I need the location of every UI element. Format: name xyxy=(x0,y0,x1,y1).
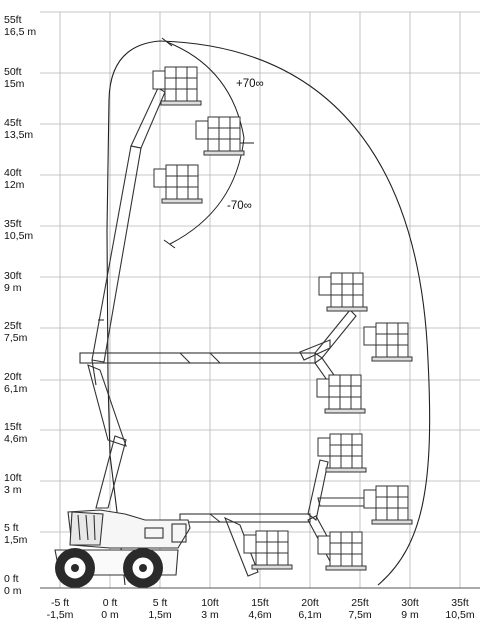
platform-basket xyxy=(318,272,368,312)
platform-basket xyxy=(363,485,413,525)
y-axis-label-ft: 10ft xyxy=(4,472,22,484)
y-axis-label-m: 10,5m xyxy=(4,230,34,242)
x-axis-label-ft: 10ft xyxy=(201,597,219,609)
x-axis-label-m: 0 m xyxy=(101,609,119,621)
y-axis-label-m: 7,5m xyxy=(4,332,28,344)
y-axis-label-m: 12m xyxy=(4,179,25,191)
platform-basket xyxy=(317,531,367,571)
machine-wheels xyxy=(55,548,163,588)
y-axis-label-ft: 25ft xyxy=(4,320,22,332)
x-axis-label-m: -1,5m xyxy=(46,609,74,621)
jib-arc-tick-top xyxy=(161,37,173,47)
grid-lines xyxy=(40,11,480,589)
main-boom-horizontal xyxy=(79,309,357,411)
angle-label-up: +70∞ xyxy=(236,78,264,90)
angle-label-down: -70∞ xyxy=(227,200,252,212)
platform-basket xyxy=(363,322,413,362)
y-axis-label-m: 9 m xyxy=(4,282,22,294)
y-axis-label-ft: 20ft xyxy=(4,371,22,383)
x-axis-label-ft: 25ft xyxy=(351,597,369,609)
x-axis-label-m: 1,5m xyxy=(148,609,172,621)
main-boom-vertical xyxy=(87,87,166,509)
y-axis-label-m: 15m xyxy=(4,78,25,90)
x-axis-label-m: 9 m xyxy=(401,609,419,621)
y-axis-label-m: 16,5 m xyxy=(4,26,37,38)
x-axis-label-m: 7,5m xyxy=(348,609,372,621)
y-axis-label-m: 4,6m xyxy=(4,433,28,445)
platform-basket xyxy=(152,66,202,106)
y-axis-label-ft: 50ft xyxy=(4,66,22,78)
platform-basket xyxy=(316,374,366,414)
y-axis-label-ft: 30ft xyxy=(4,270,22,282)
y-axis-label-ft: 15ft xyxy=(4,421,22,433)
y-axis-label-ft: 0 ft xyxy=(4,573,19,585)
y-axis-label-m: 0 m xyxy=(4,585,22,597)
y-axis-label-ft: 5 ft xyxy=(4,522,19,534)
jib-arc-tick-bottom xyxy=(163,239,176,249)
x-axis-label-ft: 5 ft xyxy=(152,597,168,609)
working-envelope xyxy=(106,40,431,586)
x-axis-label-m: 3 m xyxy=(201,609,219,621)
platform-basket xyxy=(153,164,203,204)
y-axis-label-m: 6,1m xyxy=(4,383,28,395)
jib-rotation-arc xyxy=(166,41,245,245)
x-axis-label-ft: 35ft xyxy=(451,597,469,609)
x-axis-label: -5 ft-1,5m xyxy=(35,597,85,621)
x-axis-label-ft: 0 ft xyxy=(102,597,118,609)
y-axis-label-ft: 45ft xyxy=(4,117,22,129)
platform-basket xyxy=(317,433,367,473)
y-axis-label-m: 1,5m xyxy=(4,534,28,546)
platform-basket xyxy=(195,116,245,156)
x-axis-label-ft: -5 ft xyxy=(50,597,70,609)
x-axis-label-ft: 20ft xyxy=(301,597,319,609)
y-axis-label-m: 13,5m xyxy=(4,129,34,141)
x-axis-label-m: 10,5m xyxy=(445,609,475,621)
x-axis-label-m: 6,1m xyxy=(298,609,322,621)
x-axis-label-ft: 30ft xyxy=(401,597,419,609)
platform-baskets xyxy=(152,66,413,571)
y-axis-label-m: 3 m xyxy=(4,484,22,496)
x-axis-label-ft: 15ft xyxy=(251,597,269,609)
y-axis-label-ft: 35ft xyxy=(4,218,22,230)
y-axis-label-ft: 40ft xyxy=(4,167,22,179)
x-axis-label-m: 4,6m xyxy=(248,609,272,621)
y-axis-label-ft: 55ft xyxy=(4,14,22,26)
platform-basket xyxy=(243,530,293,570)
